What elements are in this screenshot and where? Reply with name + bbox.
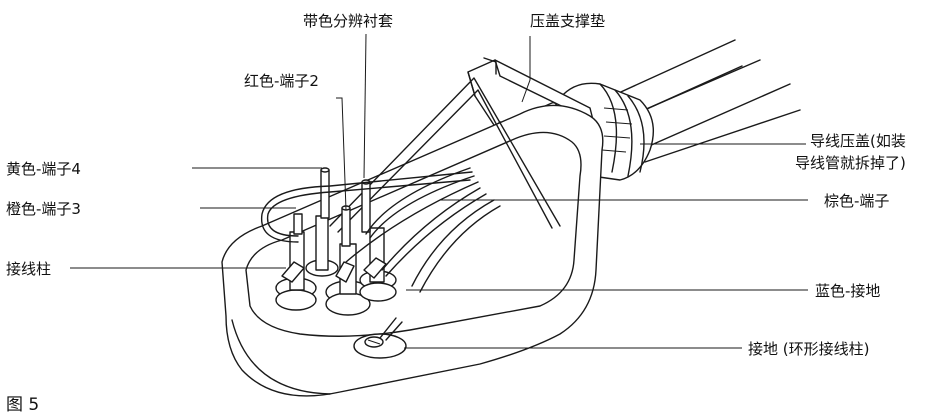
- label-brown-terminal: 棕色-端子: [824, 192, 889, 210]
- label-gland-line2: 导线管就拆掉了): [795, 154, 906, 172]
- wires: [260, 167, 501, 293]
- label-terminal-post: 接线柱: [6, 260, 51, 278]
- label-yellow-terminal-4: 黄色-端子4: [6, 160, 81, 178]
- terminal-posts: [275, 167, 397, 316]
- leader-colored-sleeves: [363, 33, 367, 179]
- leader-cover-support: [521, 36, 531, 103]
- post-4: [315, 215, 329, 271]
- housing: [221, 77, 604, 397]
- label-gland-line1: 导线压盖(如装: [810, 132, 906, 150]
- leader-lines: [70, 33, 808, 349]
- pin-yellow: [320, 169, 330, 219]
- label-blue-ground: 蓝色-接地: [815, 282, 880, 300]
- ground-ring-post: [353, 317, 407, 359]
- label-cover-support-pad: 压盖支撑垫: [530, 12, 605, 30]
- leader-red-terminal: [336, 97, 347, 211]
- label-colored-sleeves: 带色分辨衬套: [303, 12, 393, 30]
- label-ground-ring: 接地 (环形接线柱): [748, 340, 869, 358]
- figure-label: 图 5: [6, 395, 39, 415]
- label-orange-terminal-3: 橙色-端子3: [6, 200, 81, 218]
- label-red-terminal-2: 红色-端子2: [244, 72, 319, 90]
